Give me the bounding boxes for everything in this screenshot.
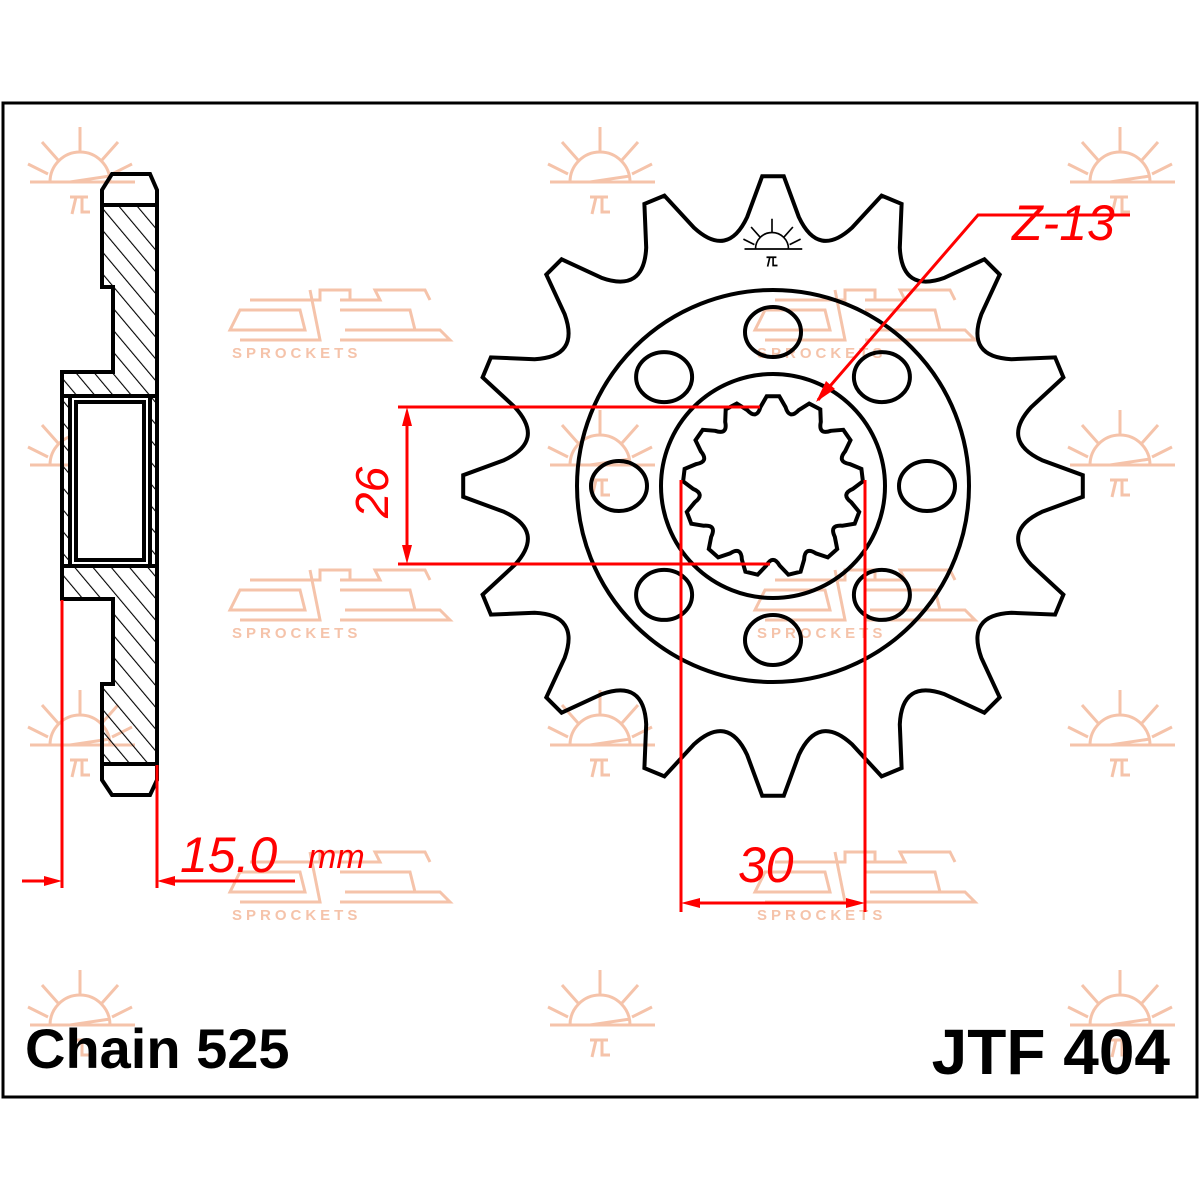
dimension-bolt-offset: 30 — [679, 480, 867, 912]
bolt-hole — [634, 567, 695, 622]
bolt-hole — [589, 459, 649, 513]
thickness-value: 15.0 — [180, 827, 278, 883]
spline-diameter-value: 26 — [346, 466, 398, 519]
sprocket-front-view — [461, 174, 1085, 798]
watermark-jt-logo — [228, 288, 977, 904]
bolt-hole — [851, 567, 912, 622]
bolt-circle-ring — [575, 288, 971, 684]
spline-bore-outline — [680, 394, 866, 577]
bolt-holes — [589, 305, 957, 667]
spline-count-leader: Z-13 — [816, 195, 1130, 402]
thickness-unit: mm — [308, 838, 365, 876]
part-number-label: JTF 404 — [932, 1016, 1171, 1088]
dimension-thickness: 15.0 mm — [22, 600, 365, 888]
watermark-layer: SPROCKETS SPROCKETS SPROCKETS SPROCKETS … — [26, 125, 1177, 1059]
svg-text:SPROCKETS: SPROCKETS — [757, 625, 886, 642]
svg-text:SPROCKETS: SPROCKETS — [757, 345, 886, 362]
bolt-hole — [897, 459, 957, 513]
bolt-hole — [743, 305, 803, 359]
chain-size-label: Chain 525 — [25, 1017, 290, 1080]
watermark-sunrise-logo — [26, 125, 1177, 1059]
svg-text:SPROCKETS: SPROCKETS — [232, 345, 361, 362]
spline-count-label: Z-13 — [1011, 195, 1115, 251]
drawing-frame — [1, 101, 1199, 1099]
svg-text:SPROCKETS: SPROCKETS — [232, 907, 361, 924]
bolt-hole — [634, 350, 695, 405]
svg-text:SPROCKETS: SPROCKETS — [757, 907, 886, 924]
jt-sunrise-logo-icon — [743, 218, 803, 267]
hub-ring — [659, 372, 887, 600]
bolt-hole — [851, 350, 912, 405]
dimension-spline-diameter: 26 — [346, 405, 770, 566]
watermark-sprockets-text: SPROCKETS SPROCKETS SPROCKETS SPROCKETS … — [232, 345, 886, 924]
bolt-offset-value: 30 — [738, 837, 794, 893]
svg-text:SPROCKETS: SPROCKETS — [232, 625, 361, 642]
bolt-hole — [743, 613, 803, 667]
sprocket-side-section — [60, 172, 159, 797]
sprocket-teeth-outline — [461, 174, 1085, 798]
